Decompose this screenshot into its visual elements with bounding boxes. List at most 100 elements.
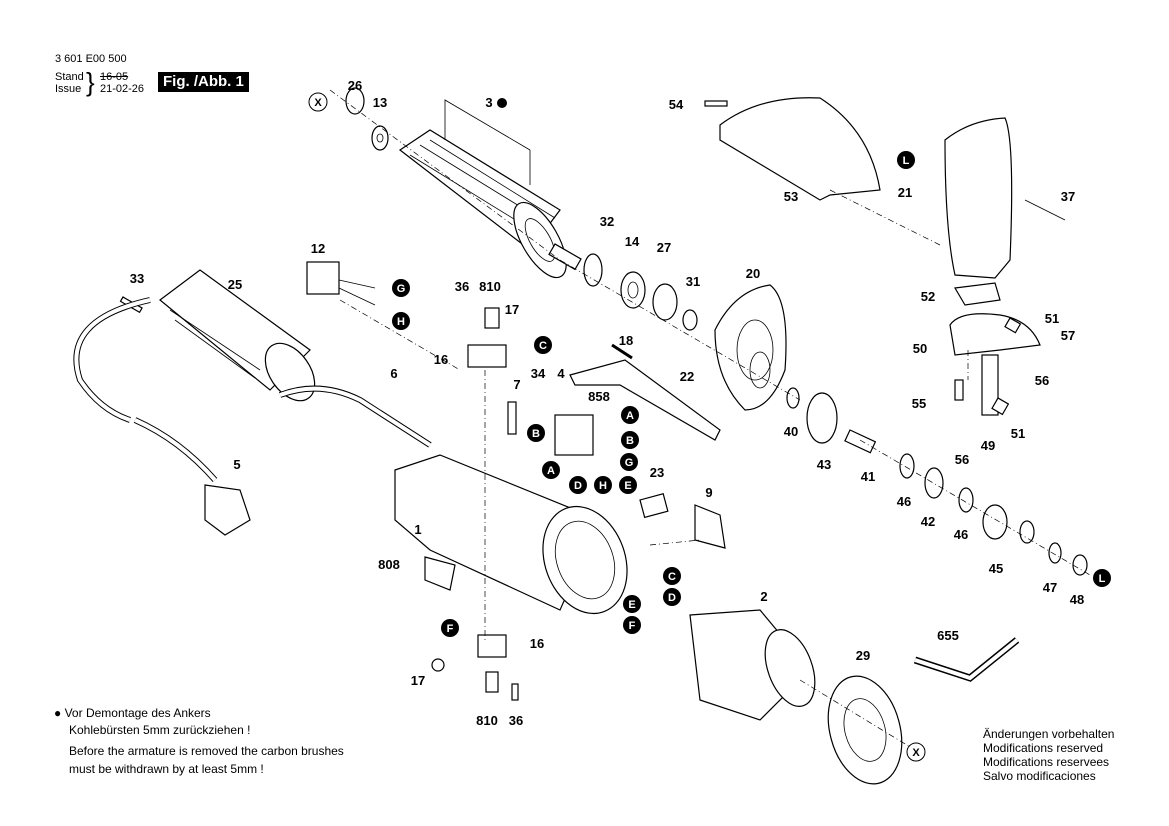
connection-marker-letter: D bbox=[668, 592, 676, 604]
eccentric-42-part bbox=[924, 467, 944, 499]
connection-marker-h: H bbox=[594, 476, 612, 494]
insert-51-part bbox=[1004, 317, 1022, 334]
part-label-21: 21 bbox=[898, 185, 912, 200]
part-label-55: 55 bbox=[912, 396, 926, 411]
part-label-5: 5 bbox=[233, 457, 240, 472]
part-label-20: 20 bbox=[746, 266, 760, 281]
part-label-16: 16 bbox=[434, 352, 448, 367]
connection-marker-letter: H bbox=[599, 480, 607, 492]
washer-46b-part bbox=[958, 487, 974, 513]
part-label-49: 49 bbox=[981, 438, 995, 453]
field-coil-part bbox=[689, 609, 816, 721]
connection-marker-letter: C bbox=[668, 571, 676, 583]
carbon-brush-bottom-part bbox=[485, 671, 499, 693]
baffle-29-part bbox=[827, 675, 903, 785]
part-label-18: 18 bbox=[619, 333, 633, 348]
sleeve-45-part bbox=[982, 504, 1008, 540]
carbon-brush-top-part bbox=[484, 307, 500, 329]
lever-22-part bbox=[569, 359, 721, 441]
part-label-29: 29 bbox=[856, 648, 870, 663]
part-label-56: 56 bbox=[1035, 373, 1049, 388]
brush-holder-bottom-part bbox=[477, 634, 507, 658]
connection-marker-b: B bbox=[527, 424, 545, 442]
part-label-12: 12 bbox=[311, 241, 325, 256]
side-cover-part bbox=[944, 117, 1013, 279]
part-label-47: 47 bbox=[1043, 580, 1057, 595]
part-label-16: 16 bbox=[530, 636, 544, 651]
connection-marker-letter: E bbox=[624, 480, 631, 492]
label-808-part bbox=[424, 556, 456, 591]
connection-marker-letter: L bbox=[903, 155, 910, 167]
part-label-34: 34 bbox=[531, 366, 546, 381]
part-label-45: 45 bbox=[989, 561, 1003, 576]
guard-plate-part bbox=[719, 97, 881, 201]
part-label-51: 51 bbox=[1011, 426, 1025, 441]
connection-marker-f: F bbox=[441, 619, 459, 637]
part-label-40: 40 bbox=[784, 424, 798, 439]
screw-54-part bbox=[704, 100, 728, 107]
connection-marker-l: L bbox=[1093, 569, 1111, 587]
modifications-fr: Modifications reservees bbox=[983, 755, 1110, 769]
capacitor-part bbox=[306, 261, 340, 295]
part-label-6: 6 bbox=[390, 366, 397, 381]
gear-43-part bbox=[806, 392, 838, 444]
part-label-50: 50 bbox=[913, 341, 927, 356]
main-housing-part bbox=[394, 454, 628, 615]
part-label-41: 41 bbox=[861, 469, 875, 484]
connection-marker-letter: L bbox=[1099, 573, 1106, 585]
part-label-858: 858 bbox=[588, 389, 610, 404]
connection-marker-letter: G bbox=[397, 283, 406, 295]
note-en-line1: Before the armature is removed the carbo… bbox=[69, 744, 344, 758]
connection-marker-a: A bbox=[621, 406, 639, 424]
connection-marker-letter: E bbox=[628, 599, 635, 611]
part-label-46: 46 bbox=[954, 527, 968, 542]
connection-marker-letter: F bbox=[629, 620, 636, 632]
shaft-41-part bbox=[844, 429, 877, 454]
note-en-line2: must be withdrawn by at least 5mm ! bbox=[69, 762, 264, 776]
bearing-48-part bbox=[1072, 554, 1088, 576]
modifications-notice: Änderungen vorbehalten Modifications res… bbox=[983, 727, 1114, 783]
connection-marker-g: G bbox=[620, 453, 638, 471]
figure-label: Fig. /Abb. 1 bbox=[158, 72, 249, 92]
issue-date: 21-02-26 bbox=[100, 83, 145, 95]
part-label-37: 37 bbox=[1061, 189, 1075, 204]
part-label-42: 42 bbox=[921, 514, 935, 529]
connection-marker-letter: A bbox=[547, 465, 555, 477]
label-9-part bbox=[694, 504, 726, 549]
connection-marker-letter: G bbox=[625, 457, 634, 469]
connection-marker-letter: A bbox=[626, 410, 634, 422]
connection-marker-letter: X bbox=[314, 97, 322, 109]
connection-marker-letter: B bbox=[626, 435, 634, 447]
part-label-23: 23 bbox=[650, 465, 664, 480]
part-label-808: 808 bbox=[378, 557, 400, 572]
part-label-810: 810 bbox=[476, 713, 498, 728]
bearing-part bbox=[371, 125, 389, 151]
connection-marker-d: D bbox=[569, 476, 587, 494]
plug-part bbox=[204, 484, 251, 536]
connection-marker-d: D bbox=[663, 588, 681, 606]
disassembly-note-dot-icon bbox=[497, 98, 507, 108]
connection-marker-x: X bbox=[308, 92, 328, 112]
screw-36-part bbox=[511, 683, 519, 701]
circlip-part bbox=[583, 253, 603, 287]
note-de-text-1: Vor Demontage des Ankers bbox=[64, 706, 211, 720]
part-label-32: 32 bbox=[600, 214, 614, 229]
slide-button-part bbox=[639, 493, 669, 519]
connection-marker-f: F bbox=[623, 616, 641, 634]
part-label-36: 36 bbox=[455, 279, 469, 294]
part-label-36: 36 bbox=[509, 713, 523, 728]
connection-marker-letter: X bbox=[912, 747, 920, 759]
plunger-49-part bbox=[981, 354, 999, 416]
modifications-es: Salvo modificaciones bbox=[983, 769, 1096, 783]
connection-marker-letter: H bbox=[397, 316, 405, 328]
part-label-9: 9 bbox=[705, 485, 712, 500]
connection-marker-letter: F bbox=[447, 623, 454, 635]
switch-part bbox=[554, 414, 594, 456]
motor-cover-part bbox=[159, 269, 316, 402]
connection-marker-letter: C bbox=[539, 340, 547, 352]
stand-label: Stand bbox=[55, 71, 84, 83]
part-label-43: 43 bbox=[817, 457, 831, 472]
needle-bearing-part bbox=[1019, 520, 1035, 544]
modifications-en: Modifications reserved bbox=[983, 741, 1104, 755]
